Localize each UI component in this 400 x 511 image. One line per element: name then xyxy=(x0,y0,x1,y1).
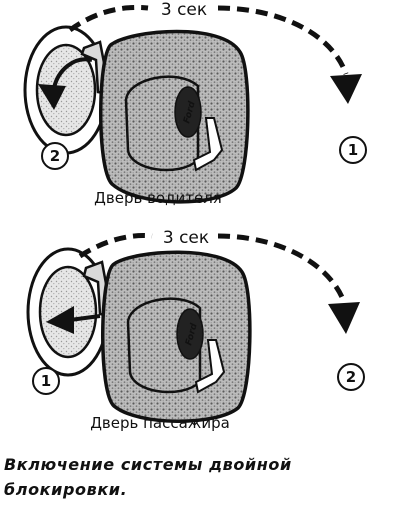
step-badge: 1 xyxy=(339,136,367,164)
turn-arrow-icon xyxy=(46,306,101,334)
step-badge: 1 xyxy=(32,367,60,395)
ford-key-icon: Ford xyxy=(80,29,250,204)
step-number: 2 xyxy=(50,147,60,165)
caption-line: Включение системы двойной xyxy=(4,455,292,474)
timer-label: 3 сек xyxy=(161,0,207,20)
step-number: 1 xyxy=(41,372,51,390)
ford-key-icon: Ford xyxy=(82,250,252,423)
door-label: Дверь водителя xyxy=(94,189,222,207)
timer-arrow-icon xyxy=(68,4,362,104)
figure-caption: Включение системы двойной блокировки. xyxy=(4,452,396,502)
passenger-door-panel: Ford 3 сек 1 2 Дверь пассажира xyxy=(26,228,365,432)
turn-arrow-icon xyxy=(38,57,93,110)
step-badge: 2 xyxy=(41,142,69,170)
caption-line: блокировки. xyxy=(4,480,128,499)
door-label: Дверь пассажира xyxy=(90,414,230,432)
driver-door-panel: Ford 3 сек 2 1 Дверь водителя xyxy=(23,0,367,207)
timer-label: 3 сек xyxy=(163,228,209,248)
timer-arrow-icon xyxy=(78,233,360,334)
step-number: 2 xyxy=(346,368,356,386)
step-number: 1 xyxy=(348,141,358,159)
step-badge: 2 xyxy=(337,363,365,391)
